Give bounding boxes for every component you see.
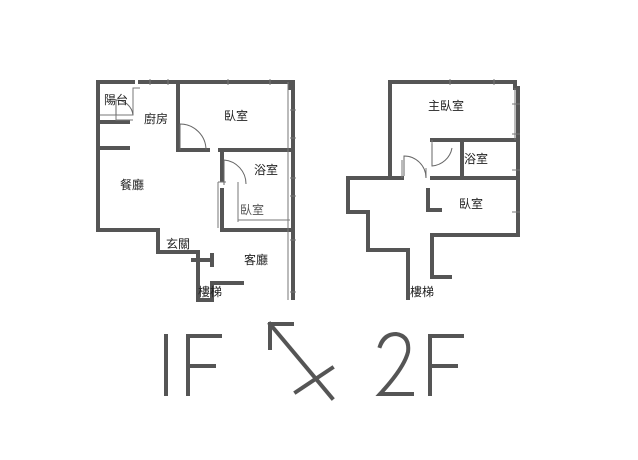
floor-1-window-ticks xyxy=(149,79,296,293)
floor-1-walls xyxy=(96,80,295,302)
north-arrow-icon xyxy=(267,321,335,401)
floor-1-plan: 陽台 廚房 臥室 浴室 餐廳 臥室 玄關 客廳 樓梯 xyxy=(96,79,296,302)
room-label-dining: 餐廳 xyxy=(120,177,144,192)
room-label-stairs-1f: 樓梯 xyxy=(198,284,222,299)
room-label-bedroom-2f: 臥室 xyxy=(459,196,483,211)
room-label-stairs-2f: 樓梯 xyxy=(410,284,434,299)
room-label-bath-2f: 浴室 xyxy=(464,151,488,166)
caption-2f xyxy=(375,331,464,396)
floor-2-plan: 主臥室 浴室 臥室 樓梯 xyxy=(346,79,520,300)
floor-1-door-bath xyxy=(223,159,247,185)
room-label-entrance: 玄關 xyxy=(166,236,190,251)
floor-2-window-ticks xyxy=(449,79,520,213)
floor-2-door-bath xyxy=(431,144,453,167)
floor-1-thin-lines xyxy=(100,82,290,300)
room-label-bath: 浴室 xyxy=(254,162,278,177)
room-label-balcony: 陽台 xyxy=(104,92,128,107)
caption-1f xyxy=(164,334,222,396)
room-label-bedroom: 臥室 xyxy=(224,108,248,123)
room-label-living: 客廳 xyxy=(244,252,268,267)
floor-1-door-kitchen xyxy=(179,123,207,151)
floor-2-thin-lines xyxy=(401,88,516,178)
floor-2-walls xyxy=(346,80,520,300)
floor-2-door-stair xyxy=(403,155,427,179)
floor-1-door-balcony xyxy=(115,99,134,116)
room-label-kitchen: 廚房 xyxy=(144,111,168,126)
room-label-master-bedroom: 主臥室 xyxy=(428,98,464,113)
room-label-bedroom-small: 臥室 xyxy=(240,202,264,217)
